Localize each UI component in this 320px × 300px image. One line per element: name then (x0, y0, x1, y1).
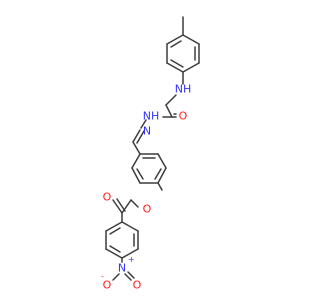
nitrobenzoyl-ring (105, 212, 139, 259)
bond-nh-ch2 (165, 94, 177, 106)
atom-label-o-ester-bridge: O (143, 203, 152, 216)
structure-diagram: NH O NH N O O N + O - O (101, 16, 200, 292)
atom-label-o-nitro-right: O (133, 279, 142, 292)
atom-label-nh-amine: NH (175, 83, 192, 96)
central-benzene-ring (131, 153, 167, 184)
atom-label-o-ester-carbonyl: O (103, 191, 112, 204)
bond-ch2-co (165, 104, 173, 118)
atom-charge-o-nitro-left: - (101, 272, 104, 281)
bond-n-ch (132, 129, 141, 143)
atom-label-o-nitro-left: O (103, 279, 112, 292)
bond-c-o-carbonyl (112, 199, 123, 214)
atom-label-o-amide: O (179, 110, 188, 123)
atom-charge-n-nitro: + (128, 255, 135, 264)
atom-label-n-imine: N (143, 125, 151, 138)
bond-o-co (121, 199, 132, 214)
atom-label-nh-hydrazide: NH (143, 110, 160, 123)
toluidine-ring (166, 16, 200, 73)
bond-ring-o (157, 182, 163, 191)
bond-ch-ring (132, 141, 141, 155)
atom-label-n-nitro: N (118, 262, 126, 275)
bond-nh-n (140, 119, 147, 129)
